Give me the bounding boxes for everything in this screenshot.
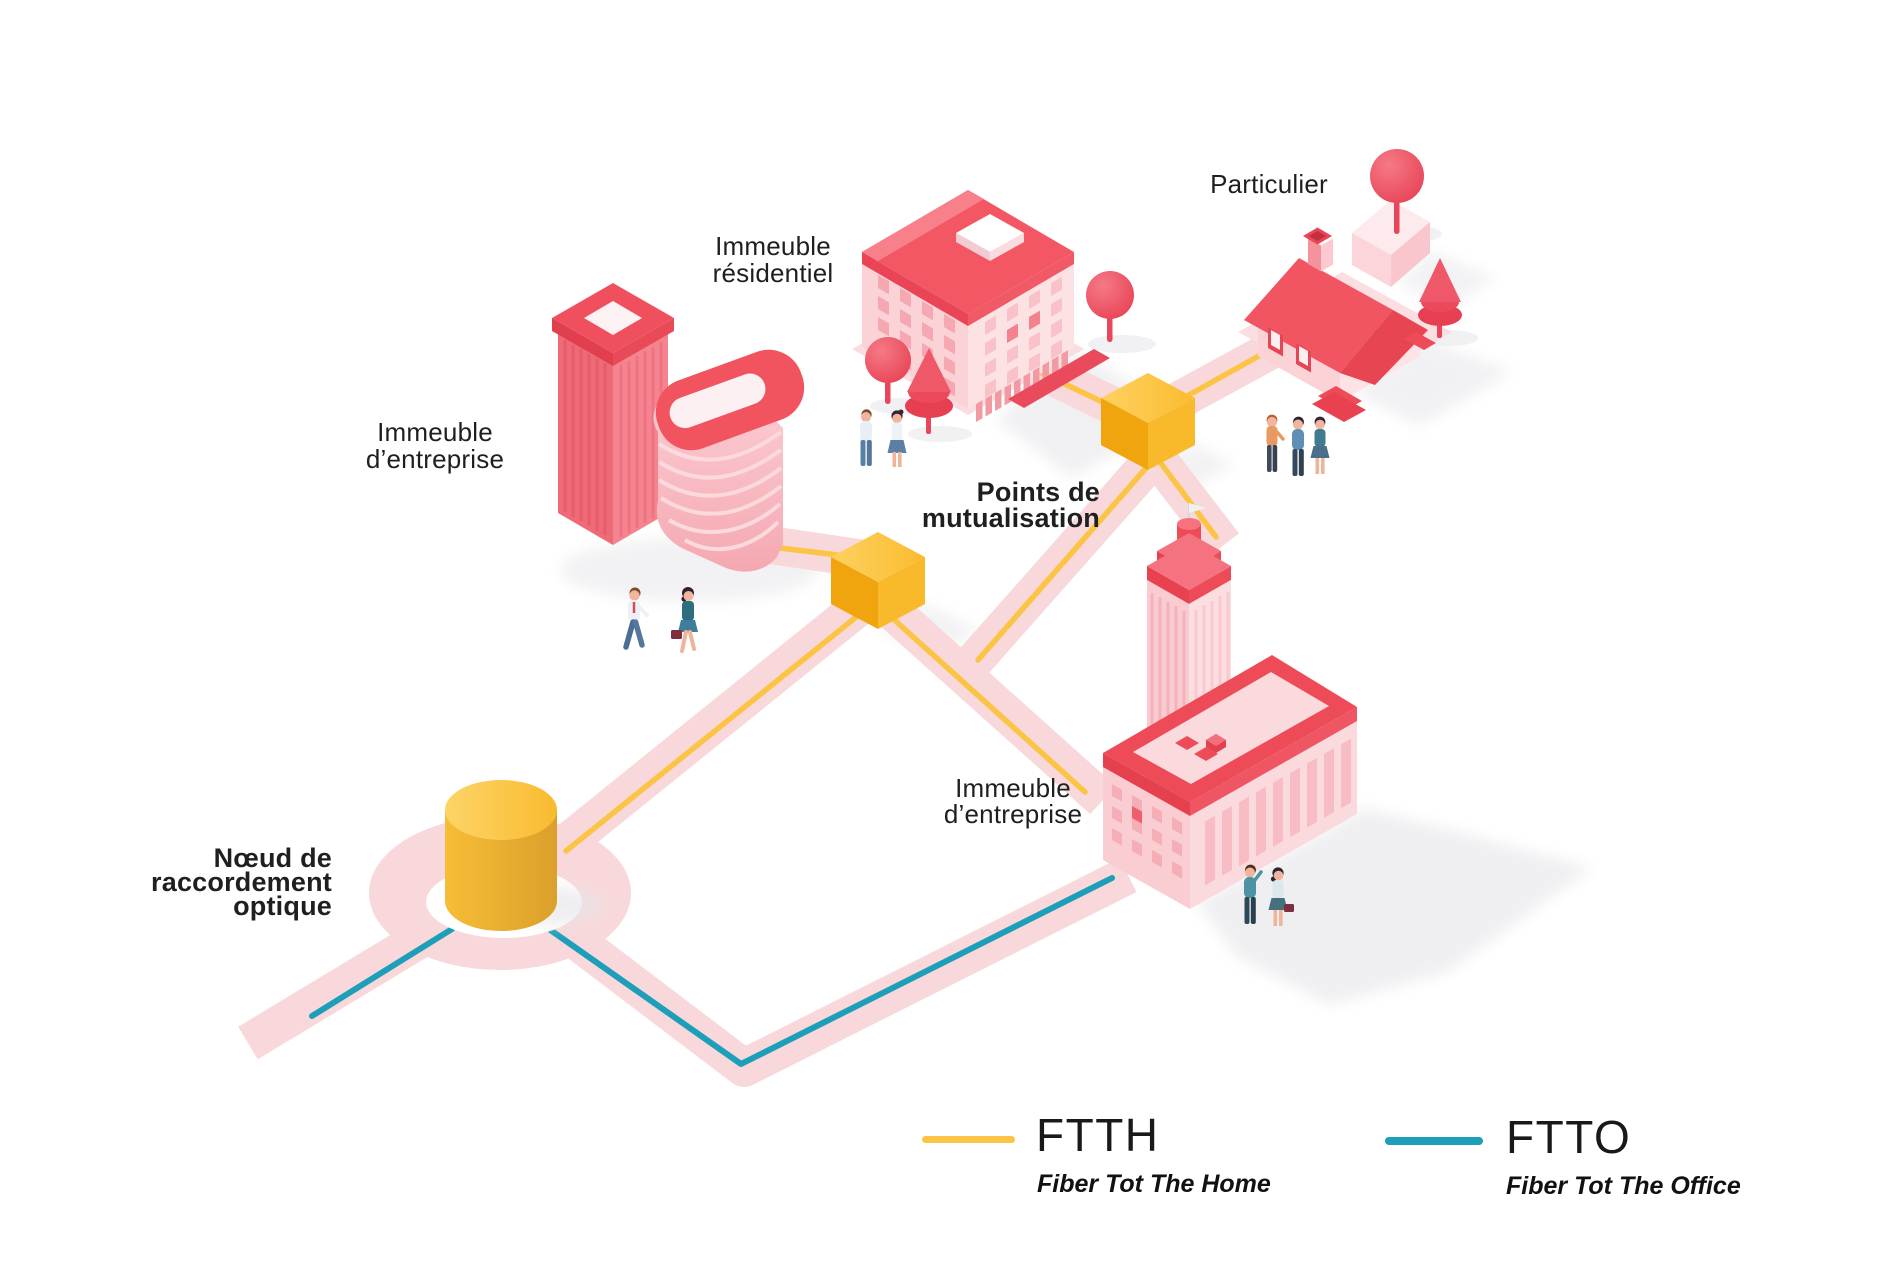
ftto-legend-full: Fiber Tot The Office — [1506, 1172, 1741, 1200]
people-group-residential — [860, 409, 907, 467]
people-group-office — [1244, 864, 1294, 926]
house-windows — [1268, 327, 1311, 373]
label-particulier: Particulier — [1144, 171, 1394, 198]
person — [1244, 864, 1263, 924]
house-roof-main — [1244, 258, 1393, 373]
label-line: Immeuble — [377, 417, 493, 447]
residential-entry-ramp — [1008, 349, 1110, 408]
residential-roof-highlight — [862, 190, 984, 261]
person — [1310, 416, 1330, 474]
ftth-legend-full: Fiber Tot The Home — [1037, 1170, 1271, 1198]
office-roof-deck — [1133, 672, 1329, 784]
nro-cylinder-top — [445, 780, 557, 840]
residential-face-left — [862, 264, 968, 409]
cube-face-top — [1101, 373, 1195, 423]
residential-building — [852, 190, 1110, 422]
label-line: Particulier — [1210, 169, 1328, 199]
label-line: d’entreprise — [365, 444, 505, 474]
person — [1266, 414, 1285, 472]
label-line: mutualisation — [921, 503, 1100, 533]
cube-face-top — [831, 532, 925, 582]
ftth-fiber-lower-cube-se — [887, 613, 1088, 795]
ftth-fiber-upper-cube-sw — [975, 465, 1149, 663]
ftth-legend-abbr: FTTH — [1036, 1109, 1160, 1161]
label-line: d’entreprise — [943, 799, 1083, 829]
rounded-building-ridges — [657, 430, 783, 552]
road-ftto-valley — [508, 858, 1137, 1087]
label-line: optique — [233, 891, 332, 921]
person — [860, 409, 872, 466]
office-tower-left — [552, 283, 674, 545]
label-line: raccordement — [151, 867, 332, 897]
road-lower-cube-southeast — [869, 587, 1116, 815]
label-immeuble-entreprise-bottom: Immeuble d’entreprise — [888, 775, 1138, 827]
mutualisation-cube-upper — [1101, 373, 1195, 470]
person — [887, 409, 907, 467]
house-roof-side — [1340, 310, 1428, 385]
office-roof-objects — [1175, 734, 1226, 761]
house-steps — [1312, 386, 1366, 422]
residential-roof-skirt-left — [862, 252, 968, 326]
small-house — [1352, 200, 1430, 287]
label-line: résidentiel — [712, 258, 834, 288]
residential-face-right — [968, 264, 1074, 409]
label-noeud-raccordement-optique: Nœud de raccordement optique — [82, 843, 332, 921]
cube-face-right — [1148, 398, 1195, 470]
ftth-legend-line — [922, 1136, 1015, 1143]
label-line: Immeuble — [955, 773, 1071, 803]
label-points-de-mutualisation: Points de mutualisation — [840, 477, 1100, 533]
nro-cylinder-body — [445, 810, 557, 931]
cube-face-right — [878, 557, 925, 629]
people-group-house — [1266, 414, 1330, 476]
tower-cap-skirt-right — [613, 318, 674, 366]
flag — [1189, 503, 1206, 513]
residential-roof-skirt-right — [968, 252, 1074, 326]
label-immeuble-entreprise-left: Immeuble d’entreprise — [310, 419, 560, 473]
office-face-left — [1103, 765, 1190, 909]
label-line: Immeuble — [715, 231, 831, 261]
label-immeuble-residentiel: Immeuble résidentiel — [648, 233, 898, 287]
tree-pine-residential — [905, 348, 953, 434]
ftto-legend-line — [1385, 1137, 1483, 1145]
tower-cap-skirt-left — [552, 318, 613, 366]
ftto-fiber-southwest — [309, 926, 455, 1019]
cube-face-left — [831, 557, 878, 629]
office-rim-skirt-right — [1190, 707, 1357, 816]
ftto-legend-abbr: FTTO — [1506, 1111, 1632, 1163]
label-line: Points de — [976, 477, 1100, 507]
office-building-bottom — [1103, 655, 1357, 909]
tree-pine-particulier — [1418, 258, 1462, 338]
tower-cap-inset — [584, 301, 642, 335]
tree-round-particulier — [1370, 149, 1424, 234]
ftth-fiber-upper-cube-se — [1157, 459, 1219, 540]
house — [1238, 227, 1452, 422]
people-group-walking — [623, 587, 698, 653]
rounded-office-building — [653, 349, 805, 572]
tree-round-residential-left — [865, 337, 911, 404]
road-nro-to-lower-cube — [526, 575, 892, 881]
label-line: Nœud de — [213, 843, 332, 873]
mutualisation-cube-lower — [831, 532, 925, 629]
fiber-lines — [309, 311, 1337, 1067]
person — [1292, 416, 1304, 476]
person — [671, 587, 698, 653]
rounded-building-roof-pill — [669, 373, 766, 429]
house-chimney — [1303, 227, 1333, 272]
house-side-awning — [1404, 332, 1436, 350]
residential-roof-slab — [956, 214, 1024, 261]
tower-crown — [1147, 518, 1231, 604]
office-rim-skirt-left — [1103, 753, 1190, 816]
nro-node — [426, 780, 604, 938]
tree-round-residential-right — [1086, 271, 1134, 342]
ftto-fiber-to-office — [546, 875, 1115, 1067]
person — [623, 587, 649, 650]
ftth-fiber-nro-to-lower-cube — [563, 598, 879, 854]
person — [1268, 867, 1294, 926]
cube-face-left — [1101, 398, 1148, 470]
